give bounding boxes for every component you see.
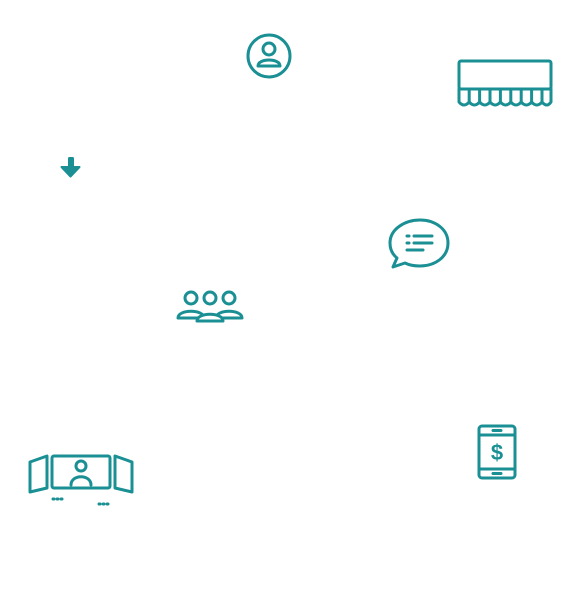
storefront-awning-icon: [456, 58, 554, 112]
arrow-down-icon: [60, 156, 82, 180]
mobile-payment-icon: $: [476, 423, 518, 481]
currency-symbol: $: [491, 440, 503, 465]
chat-bubble-icon: [387, 217, 453, 271]
video-meeting-icon: [27, 452, 137, 512]
group-people-icon: [175, 288, 245, 326]
user-circle-icon: [245, 33, 293, 81]
